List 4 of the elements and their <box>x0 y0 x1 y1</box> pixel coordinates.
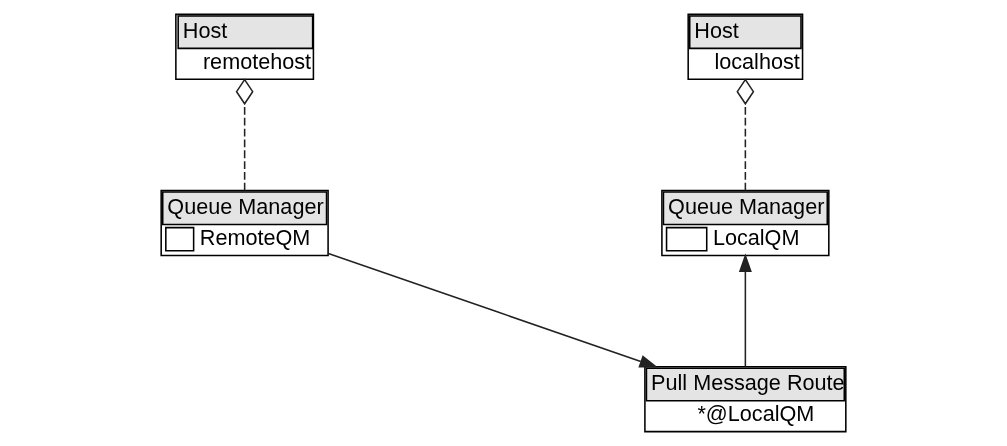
connector <box>736 78 755 192</box>
arrow <box>738 253 752 368</box>
arrow <box>327 252 659 368</box>
connector <box>235 78 254 192</box>
